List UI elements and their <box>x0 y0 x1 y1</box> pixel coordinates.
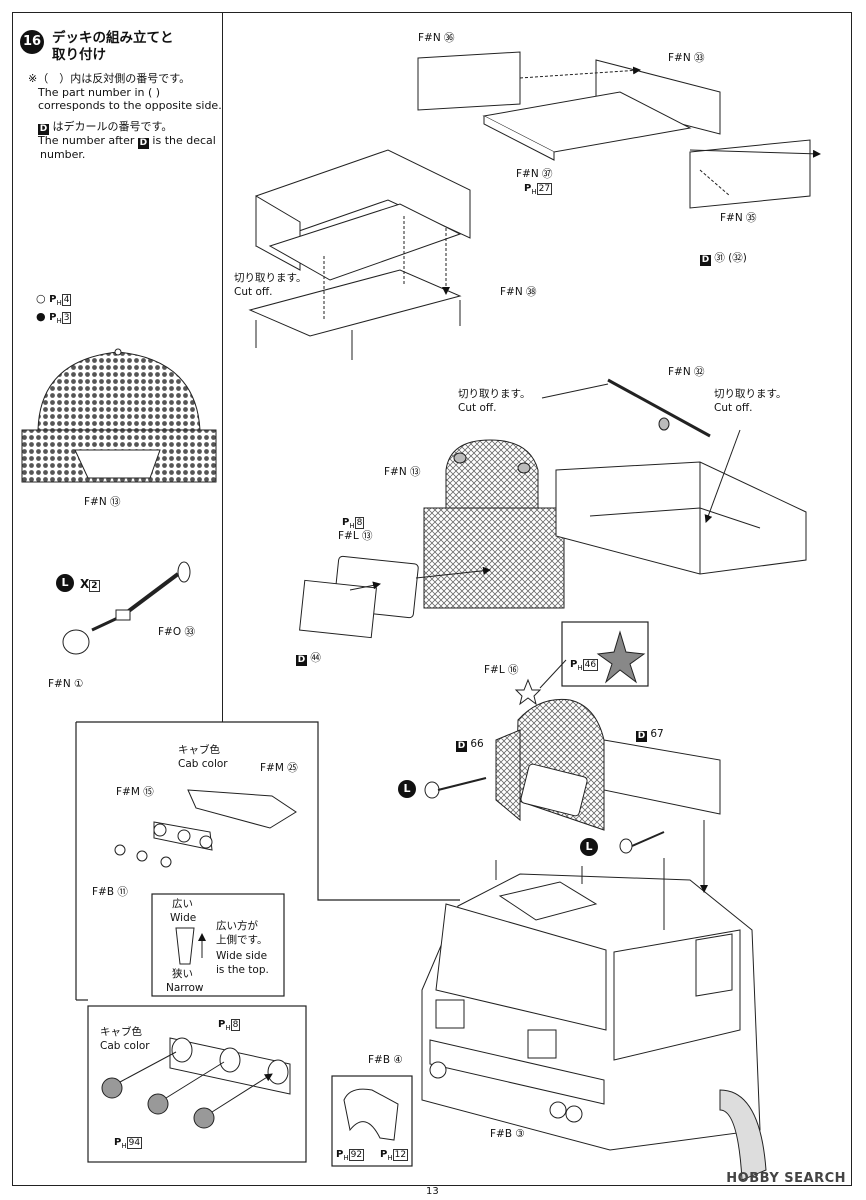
label-cab-color-jp-2: キャブ色 <box>100 1026 142 1038</box>
label-fn33: F#N ㉝ <box>668 52 705 64</box>
mirror-part <box>62 561 191 655</box>
visor-part <box>114 789 297 868</box>
note-paren-jp: ※（ ）内は反対側の番号です。 <box>28 72 191 85</box>
decal-icon: D <box>636 731 647 742</box>
note-decal-en3: number. <box>40 148 86 161</box>
column-divider <box>222 12 223 722</box>
label-cab-color-jp-1: キャブ色 <box>178 744 220 756</box>
label-cut-jp-1: 切り取ります。 <box>234 272 307 284</box>
label-cut-jp-2: 切り取ります。 <box>458 388 531 400</box>
label-d67: D 67 <box>636 728 664 742</box>
label-fo33: F#O ㉝ <box>158 626 195 638</box>
label-fn38: F#N ㊳ <box>500 286 537 298</box>
decal-icon: D <box>137 138 149 149</box>
label-fm15: F#M ⑮ <box>116 786 154 798</box>
label-widetop-jp1: 広い方が <box>216 920 258 932</box>
label-fn36: F#N ㊱ <box>418 32 455 44</box>
l-badge-icon: L <box>56 574 74 592</box>
star-icon <box>596 630 646 684</box>
label-narrow-jp: 狭い <box>172 968 193 980</box>
note-decal-en: The number after D is the decal <box>38 134 216 149</box>
label-narrow-en: Narrow <box>166 982 204 994</box>
note-decal-jp: D はデカールの番号です。 <box>38 120 173 135</box>
deck-assembly-mid <box>299 378 807 639</box>
label-fb11: F#B ⑪ <box>92 886 128 898</box>
step-title: デッキの組み立てと 取り付け <box>52 30 174 63</box>
grille-detail <box>21 348 217 483</box>
label-fm25: F#M ㉕ <box>260 762 298 774</box>
l-badge-icon: L <box>580 838 598 856</box>
label-cut-en-3: Cut off. <box>714 402 753 414</box>
label-widetop-en1: Wide side <box>216 950 268 962</box>
label-wide-jp: 広い <box>172 898 193 910</box>
label-fl16: F#L ⑯ <box>484 664 519 676</box>
watermark: HOBBY SEARCH <box>726 1171 846 1186</box>
label-widetop-jp2: 上側です。 <box>216 934 268 946</box>
deck-frame <box>248 149 471 360</box>
label-d54: D ㊹ <box>296 652 321 666</box>
label-d31: D ㉛ (㉜) <box>700 252 747 266</box>
label-fn32: F#N ㉜ <box>668 366 705 378</box>
label-cab-color-en-2: Cab color <box>100 1040 150 1052</box>
label-fb3: F#B ③ <box>490 1128 525 1140</box>
label-wide-en: Wide <box>170 912 197 924</box>
l-badge-icon: L <box>398 780 416 798</box>
orientation-inset <box>151 893 285 997</box>
label-fn13-mid: F#N ⑬ <box>384 466 421 478</box>
decal-icon: D <box>38 124 49 135</box>
label-cab-color-en-1: Cab color <box>178 758 228 770</box>
decal-icon: D <box>456 741 467 752</box>
note-paren-en1: The part number in ( ) <box>38 86 161 99</box>
deck-assembly-bottom <box>424 698 721 854</box>
label-fn1: F#N ① <box>48 678 84 690</box>
label-fn37: F#N ㊲ <box>516 168 553 180</box>
label-cut-en-2: Cut off. <box>458 402 497 414</box>
deck-top <box>417 51 821 209</box>
step-number: 16 <box>20 30 44 54</box>
label-fn35: F#N ㉟ <box>720 212 757 224</box>
label-cut-jp-3: 切り取ります。 <box>714 388 787 400</box>
decal-icon: D <box>700 255 711 266</box>
label-widetop-en2: is the top. <box>216 964 269 976</box>
label-fb4: F#B ④ <box>368 1054 403 1066</box>
label-d66: D 66 <box>456 738 484 752</box>
cab-illustration <box>421 820 767 1181</box>
label-fl13: F#L ⑬ <box>338 530 373 542</box>
page-number: 13 <box>426 1186 439 1197</box>
label-cut-en-1: Cut off. <box>234 286 273 298</box>
page-frame <box>12 12 852 1186</box>
decal-icon: D <box>296 655 307 666</box>
label-fn13-left: F#N ⑬ <box>84 496 121 508</box>
note-paren-en2: corresponds to the opposite side. <box>38 99 222 112</box>
